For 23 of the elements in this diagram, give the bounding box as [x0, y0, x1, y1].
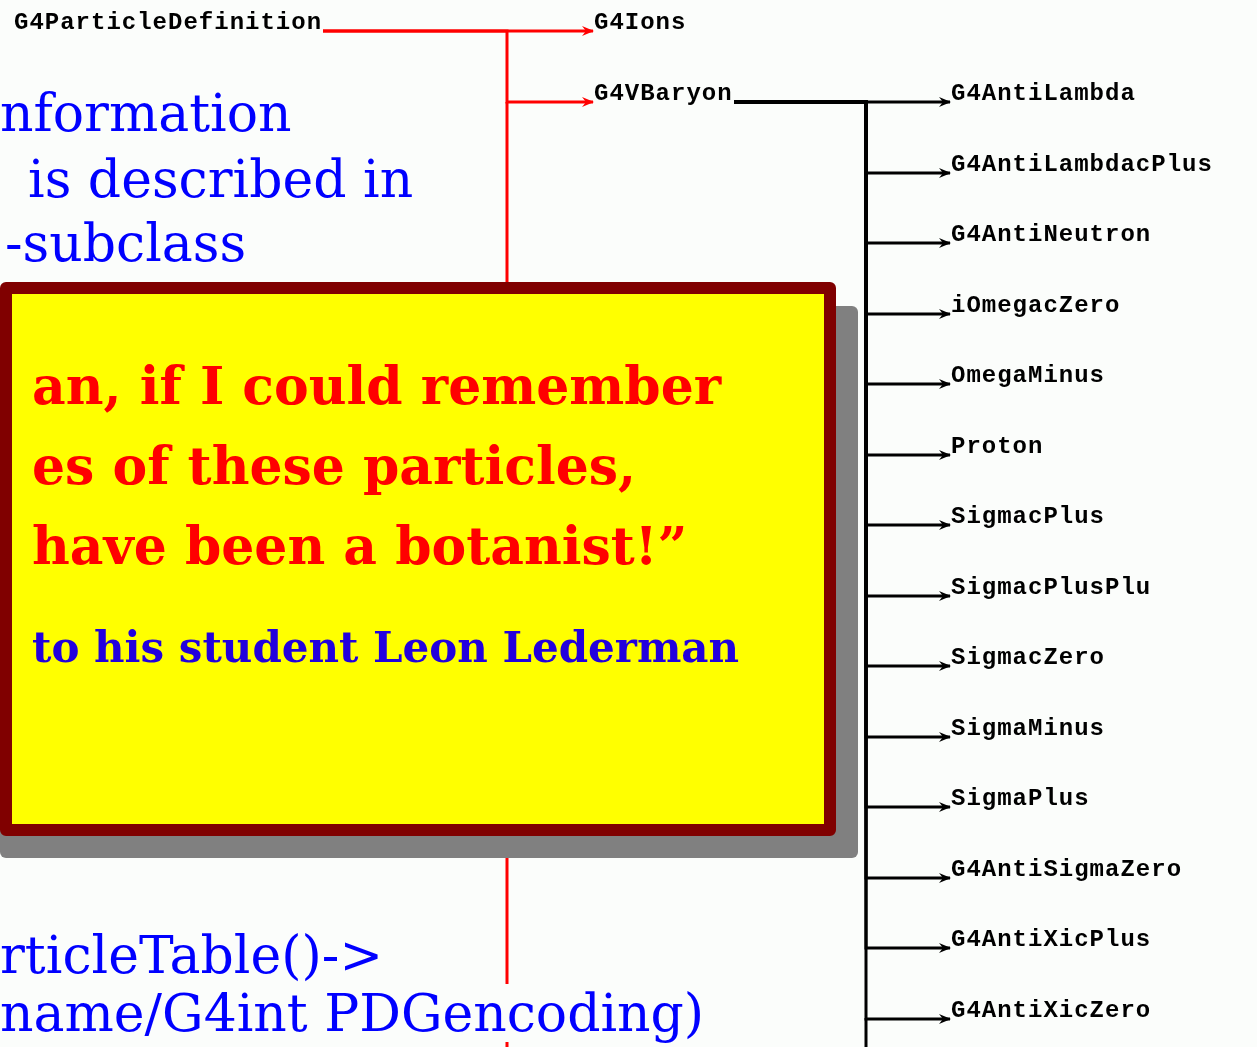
class-name-label: Proton [951, 433, 1044, 461]
class-name-label: SigmacZero [951, 644, 1106, 672]
class-name-label: G4Ions [594, 9, 687, 37]
quote-text: have been a botanist!” [32, 516, 688, 576]
class-name-label: G4AntiNeutron [951, 221, 1152, 249]
class-name-label: G4ParticleDefinition [14, 9, 323, 37]
class-name-label: SigmacPlusPlu [951, 574, 1152, 602]
class-name-label: G4AntiXicPlus [951, 926, 1152, 954]
class-name-label: G4VBaryon [594, 80, 733, 108]
class-name-label: OmegaMinus [951, 362, 1106, 390]
quote-box [0, 282, 836, 836]
quote-text: es of these particles, [32, 436, 637, 496]
class-name-label: G4AntiSigmaZero [951, 856, 1183, 884]
class-name-label: SigmacPlus [951, 503, 1106, 531]
arrow [323, 29, 594, 107]
class-name-label: iOmegacZero [951, 292, 1121, 320]
quote-text: an, if I could remember [32, 356, 722, 416]
class-name-label: SigmaPlus [951, 785, 1090, 813]
class-name-label: G4AntiLambda [951, 80, 1136, 108]
class-name-label: G4AntiXicZero [951, 997, 1152, 1025]
class-name-label: G4AntiLambdacPlus [951, 151, 1213, 179]
class-name-label: SigmaMinus [951, 715, 1106, 743]
attribution-text: to his student Leon Lederman [32, 624, 740, 672]
